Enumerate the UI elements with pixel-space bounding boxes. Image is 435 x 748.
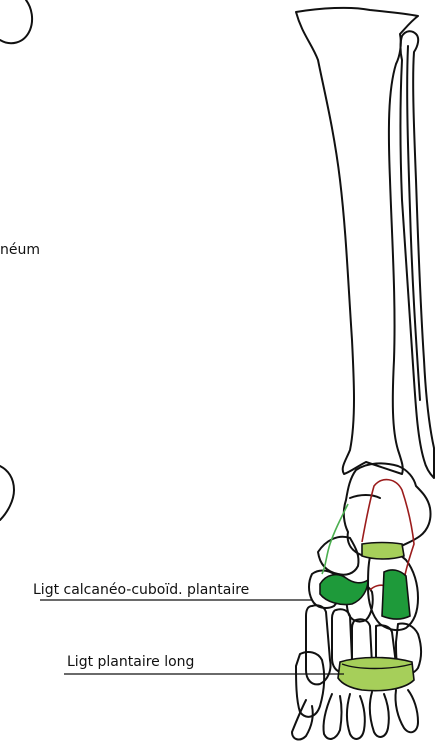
phalanges-toe-3 (347, 694, 365, 739)
phalanges-toe-4 (370, 692, 389, 737)
fibula-bone (401, 31, 435, 478)
calcaneo-cuboid-ligament-left (320, 575, 368, 605)
label-plantar-long-ligament: Ligt plantaire long (67, 654, 194, 670)
phalanges-toe-1 (292, 700, 313, 739)
plantar-long-ligament (338, 658, 414, 691)
metatarsal-1 (306, 605, 331, 684)
talus-detail (350, 495, 380, 498)
cropped-bone-curve-bottom (0, 466, 14, 520)
cropped-bone-curve-top (0, 0, 32, 43)
light-green-ligament-upper (362, 543, 404, 560)
calcaneo-cuboid-ligament-right (382, 570, 410, 619)
phalanges-toe-5 (395, 690, 418, 732)
cropped-label: néum (0, 242, 40, 258)
tibia-bone (296, 8, 418, 474)
phalanges-toe-2 (323, 694, 341, 739)
label-calcaneo-cuboid-ligament: Ligt calcanéo-cuboïd. plantaire (33, 582, 249, 598)
